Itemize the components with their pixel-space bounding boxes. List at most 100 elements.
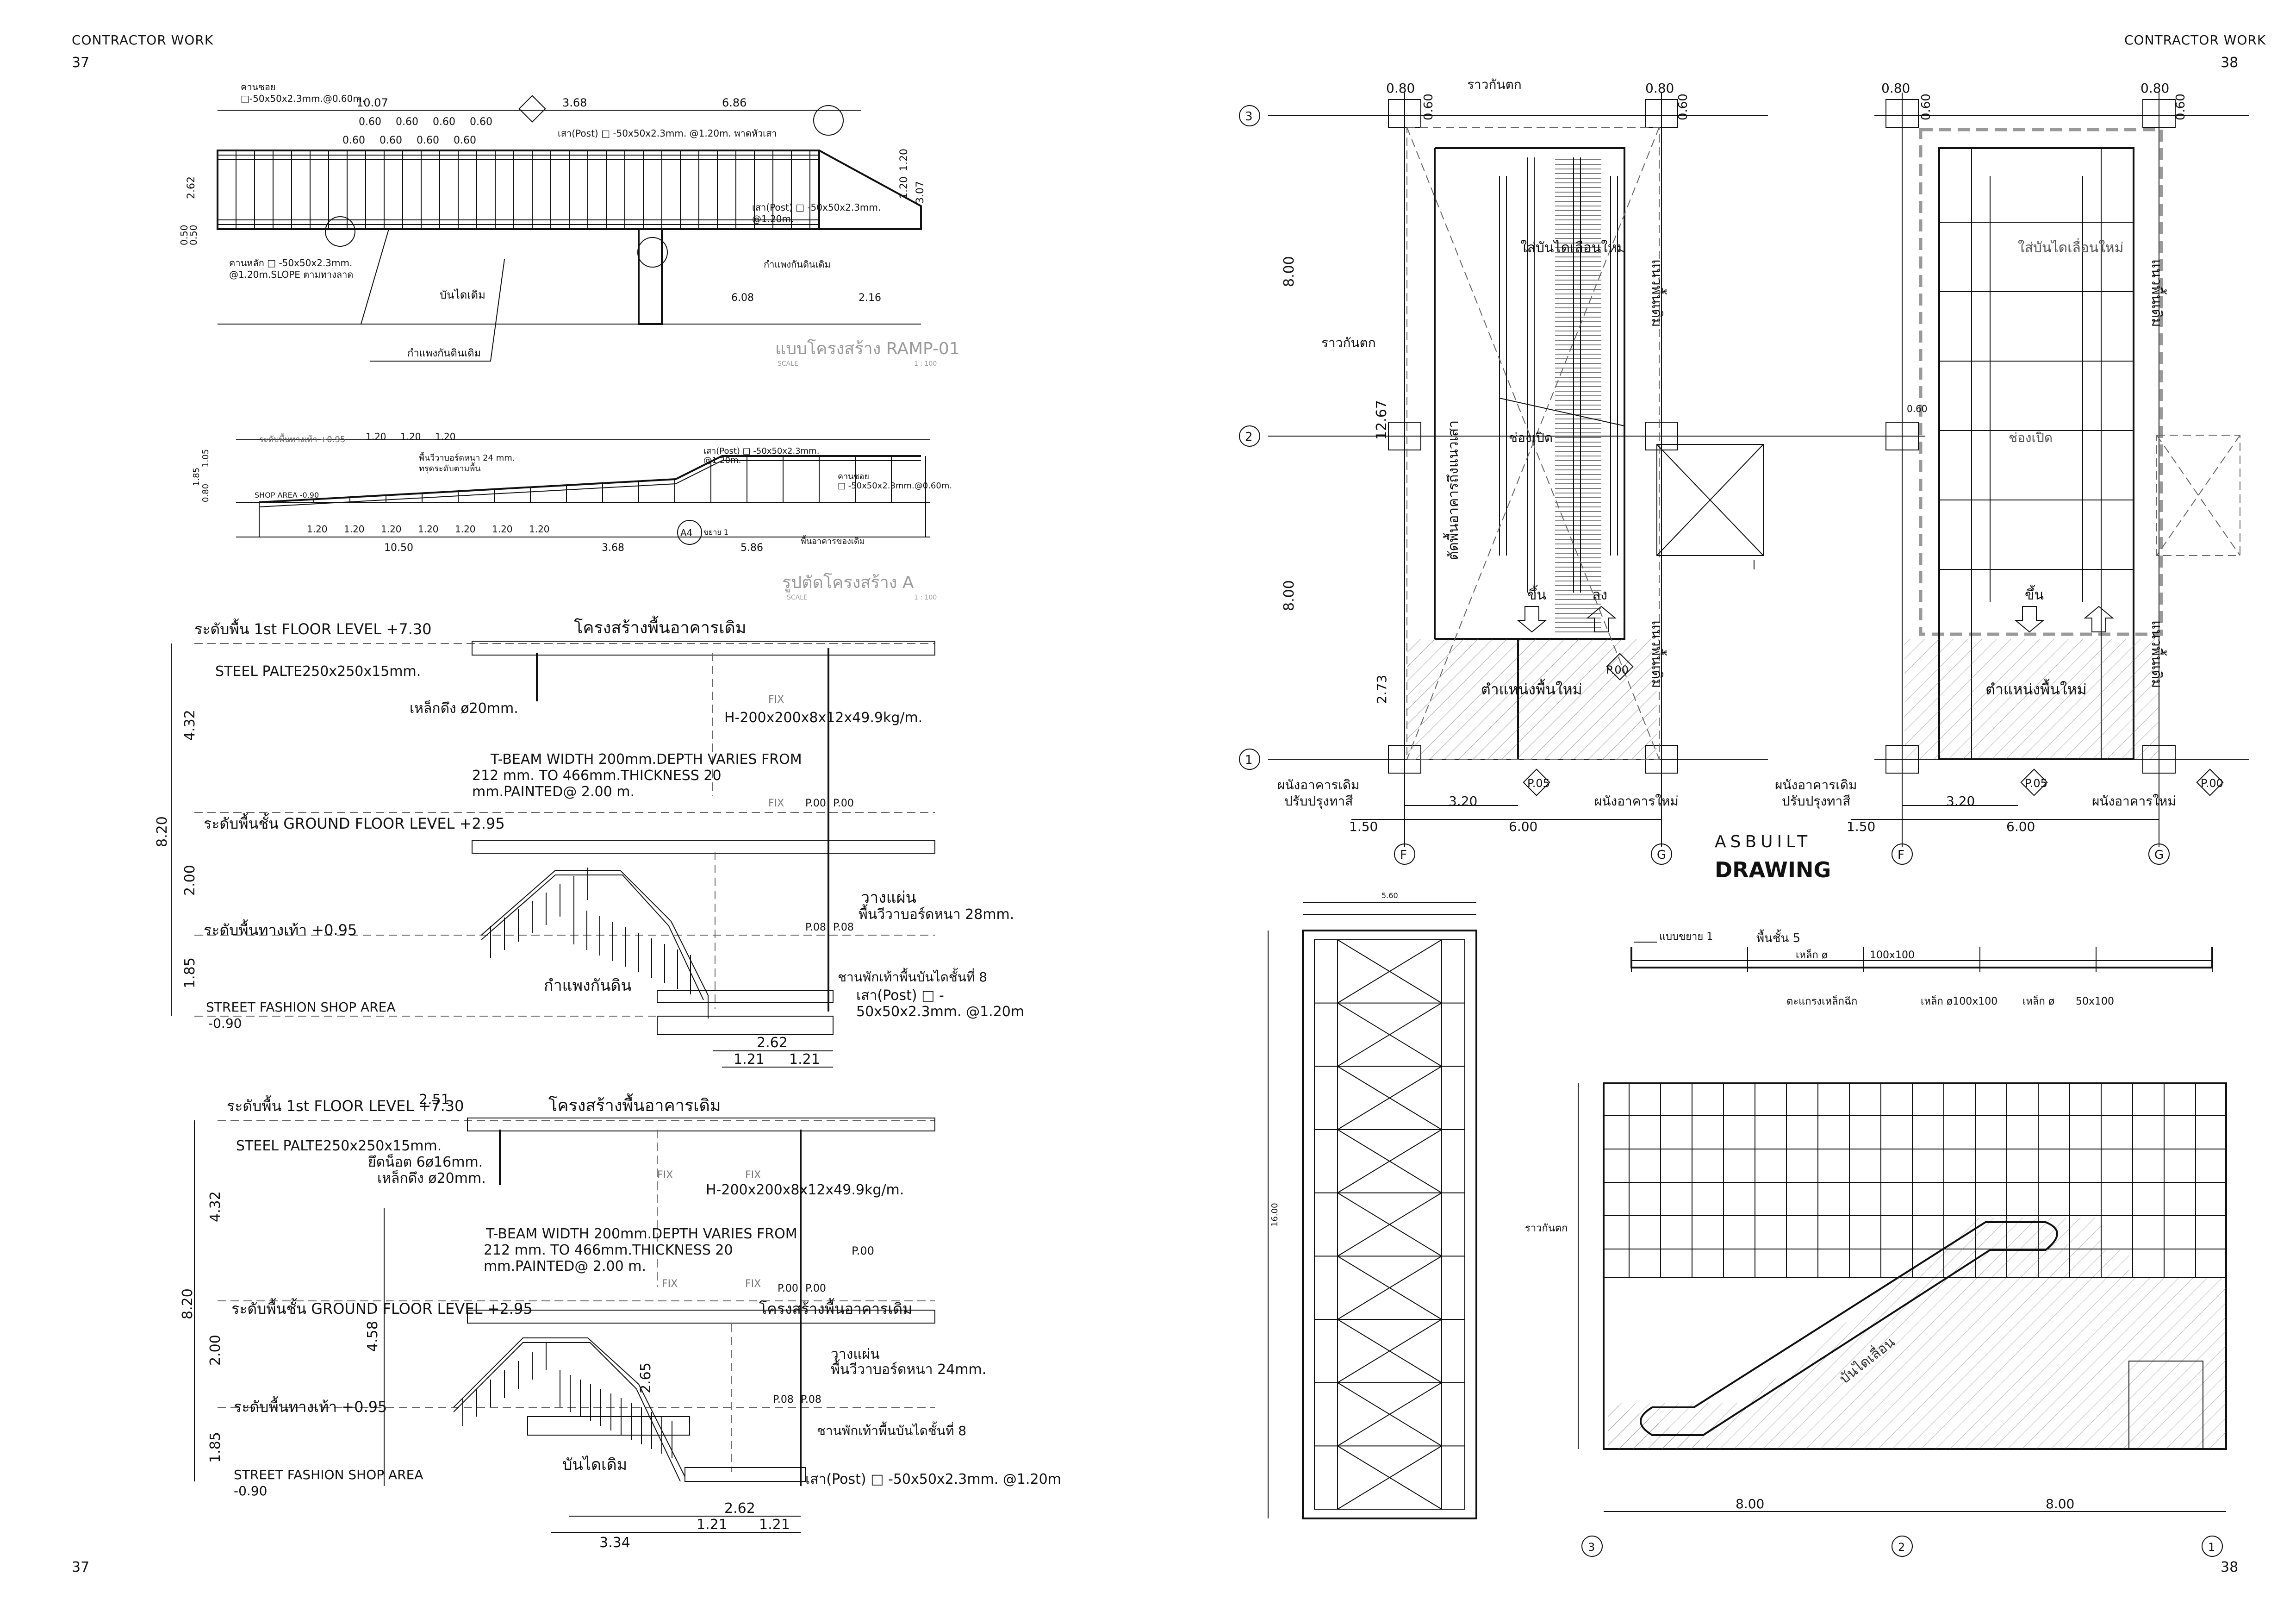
elev-railing: ราวกันตก <box>1525 1223 1568 1234</box>
ramp-plan-dim-left-2: 0.50 <box>188 225 199 245</box>
ramp-plan-note-main-beam: คานหลัก □ -50x50x2.3mm. <box>229 257 352 269</box>
ramp-plan-dim-span-7: 0.60 <box>454 135 476 146</box>
sec2-level-walk: ระดับพื้นทางเท้า +0.95 <box>234 1396 387 1416</box>
ramp-section-dim-bottom-3: 1.20 <box>418 524 439 535</box>
pe-grid-row-2: 1 <box>1245 753 1253 767</box>
ramp-section-dim-left-1: 1.05 <box>201 449 211 468</box>
sec2-dim-left-0: 4.32 <box>207 1191 224 1222</box>
pn-up: ขึ้น <box>2025 585 2044 603</box>
sec2-level-ground: ระดับพื้นชั้น GROUND FLOOR LEVEL +2.95 <box>231 1298 533 1318</box>
sec2-fix2: FIX <box>745 1169 761 1181</box>
pn-p00: P.00 <box>2201 777 2223 790</box>
sec2-tbeam-2: 212 mm. TO 466mm.THICKNESS 20 <box>484 1242 733 1258</box>
ramp-plan-dim-span-0: 0.60 <box>359 116 381 128</box>
sec1-level-1st: ระดับพื้น 1st FLOOR LEVEL +7.30 <box>194 618 431 638</box>
detail-steel-1-size: 100x100 <box>1870 949 1915 961</box>
ramp-section-level-note: ระดับพื้นทางเท้า +0.95 <box>259 433 345 444</box>
ramp-section-dim-top-2: 1.20 <box>435 431 456 442</box>
pn-grid-col-1: G <box>2154 848 2164 862</box>
pn-dim-side2: 0.60 <box>2174 94 2188 120</box>
sec1-dim-bottom-2: 1.21 <box>789 1051 820 1068</box>
pe-dim-top-1: 0.80 <box>1645 81 1674 96</box>
ramp-plan-note-wall: กำแพงกันดินเดิม <box>407 348 481 359</box>
sec1-tbeam-1: T-BEAM WIDTH 200mm.DEPTH VARIES FROM <box>490 751 802 768</box>
pe-new-escalator: ใส่บันไดเลื่อนใหม่ <box>1520 238 1626 256</box>
ramp-section-board-note2: ทรุดระดับตามพื้น <box>419 462 481 474</box>
pn-wall-old-1: ผนังอาคารเดิม <box>1775 777 1857 793</box>
sec2-tbeam-1: T-BEAM WIDTH 200mm.DEPTH VARIES FROM <box>485 1226 797 1242</box>
sec2-fix4: FIX <box>745 1278 761 1290</box>
pe-wall-new: ผนังอาคารใหม่ <box>1594 793 1679 809</box>
sec1-steel-rod: เหล็กดึง ø20mm. <box>410 700 518 717</box>
elev-dim-bottom-0: 8.00 <box>1736 1496 1764 1512</box>
pe-wall-old-1: ผนังอาคารเดิม <box>1277 777 1359 793</box>
pe-railing-left: ราวกันตก <box>1321 335 1376 350</box>
pe-new-floor: ตำแหน่งพื้นใหม่ <box>1481 679 1582 698</box>
sec2-dim-left-1: 8.20 <box>180 1288 196 1319</box>
ramp-plan-dim-top-2: 6.86 <box>722 96 747 109</box>
sec2-fix: FIX <box>657 1169 673 1181</box>
sec2-dim-265: 2.65 <box>638 1362 654 1393</box>
elev-grid-1: 2 <box>1898 1541 1905 1554</box>
ramp-section-dim-bottom-4: 1.20 <box>455 524 476 535</box>
ramp-plan-note-beam: คานซอย <box>241 81 276 93</box>
right-header-title: CONTRACTOR WORK <box>2124 32 2266 48</box>
ramp-plan-dim-bottom-0: 6.08 <box>731 292 754 304</box>
sec1-p08b: P.08 <box>833 922 854 933</box>
ramp-plan-note-main-beam2: @1.20m.SLOPE ตามทางลาด <box>229 269 353 280</box>
ramp-plan-dim-top-1: 3.68 <box>562 96 587 109</box>
sec2-existing-floor: โครงสร้างพื้นอาคารเดิม <box>548 1093 721 1115</box>
pf-brace <box>1337 939 1442 1004</box>
escalator-section-one-drawing <box>171 641 935 1068</box>
pf-brace <box>1337 1382 1442 1447</box>
sec2-dim-top: 2.51 <box>419 1092 450 1108</box>
ramp-section-dim-bottom-5: 1.20 <box>492 524 513 535</box>
sec2-shop: STREET FASHION SHOP AREA <box>234 1467 423 1482</box>
sec1-p08: P.08 <box>805 922 826 933</box>
pn-dim-side: 0.60 <box>1919 94 1933 120</box>
pn-dim-mid: 0.60 <box>1907 403 1928 414</box>
pf-brace <box>1337 1002 1442 1067</box>
escalator-frame-plan-drawing <box>1268 902 1477 1519</box>
ramp-plan-dim-right-2: 3.07 <box>915 181 926 204</box>
detail-grid: ตะแกรงเหล็กฉีก <box>1786 994 1857 1007</box>
escalator-section-two-drawing <box>194 1118 935 1533</box>
sec1-shop-level: -0.90 <box>208 1016 242 1031</box>
left-header-title: CONTRACTOR WORK <box>72 32 214 48</box>
pn-new-floor: ตำแหน่งพื้นใหม่ <box>1985 679 2087 698</box>
pe-up: ขึ้น <box>1527 585 1546 603</box>
pe-dim-bottom-2: 6.00 <box>1509 819 1537 834</box>
pe-p00: P.00 <box>1606 663 1629 676</box>
pe-grid-row-0: 3 <box>1245 110 1253 124</box>
left-page-number-top: 37 <box>72 55 90 71</box>
sec2-steel-rod: เหล็กดึง ø20mm. <box>377 1169 486 1187</box>
ramp-section-dim-bottom2-1: 3.68 <box>602 542 624 554</box>
ramp-section-shop-note: SHOP AREA -0.90 <box>255 491 319 500</box>
pf-brace <box>1337 1445 1442 1510</box>
detail-steel-2: เหล็ก ø100x100 <box>1921 994 1997 1007</box>
pe-p05: P.05 <box>1527 777 1550 790</box>
sec1-board-1: วางแผ่น <box>861 888 916 907</box>
pf-brace <box>1337 1255 1442 1320</box>
pn-wall-new: ผนังอาคารใหม่ <box>2092 793 2176 809</box>
pe-dim-bottom-1: 3.20 <box>1449 793 1477 809</box>
asbuilt-line-2: DRAWING <box>1715 857 1831 882</box>
sec1-dim-left-2: 2.00 <box>182 865 198 896</box>
sec1-shop: STREET FASHION SHOP AREA <box>206 999 396 1015</box>
pe-col-line-left: ตัดพื้นอาคารถึงแนวเสา <box>1443 420 1462 560</box>
sec2-stair-old: บันไดเดิม <box>562 1455 627 1474</box>
sec2-p00c: P.00 <box>805 1283 826 1294</box>
detail-steel-1: เหล็ก ø <box>1796 948 1828 961</box>
ramp-plan-scale-value: 1 : 100 <box>914 360 937 368</box>
sec2-dim-left-3: 1.85 <box>207 1432 224 1463</box>
sec1-dim-left-0: 4.32 <box>182 710 198 741</box>
ramp-plan-dim-span-4: 0.60 <box>342 135 365 146</box>
ramp-plan-dim-left-0: 2.62 <box>186 176 197 199</box>
ramp-plan-dim-span-6: 0.60 <box>417 135 439 146</box>
elev-grid-0: 3 <box>1588 1541 1595 1554</box>
pe-dim-bottom-0: 1.50 <box>1349 819 1378 834</box>
sec2-board-1: พื้นวีวาบอร์ดหนา 24mm. <box>831 1359 986 1378</box>
ramp-section-dim-bottom2-0: 10.50 <box>384 542 413 554</box>
sec1-post-1: เสา(Post) □ - <box>856 987 944 1004</box>
sec1-tbeam-3: mm.PAINTED@ 2.00 m. <box>472 784 635 800</box>
